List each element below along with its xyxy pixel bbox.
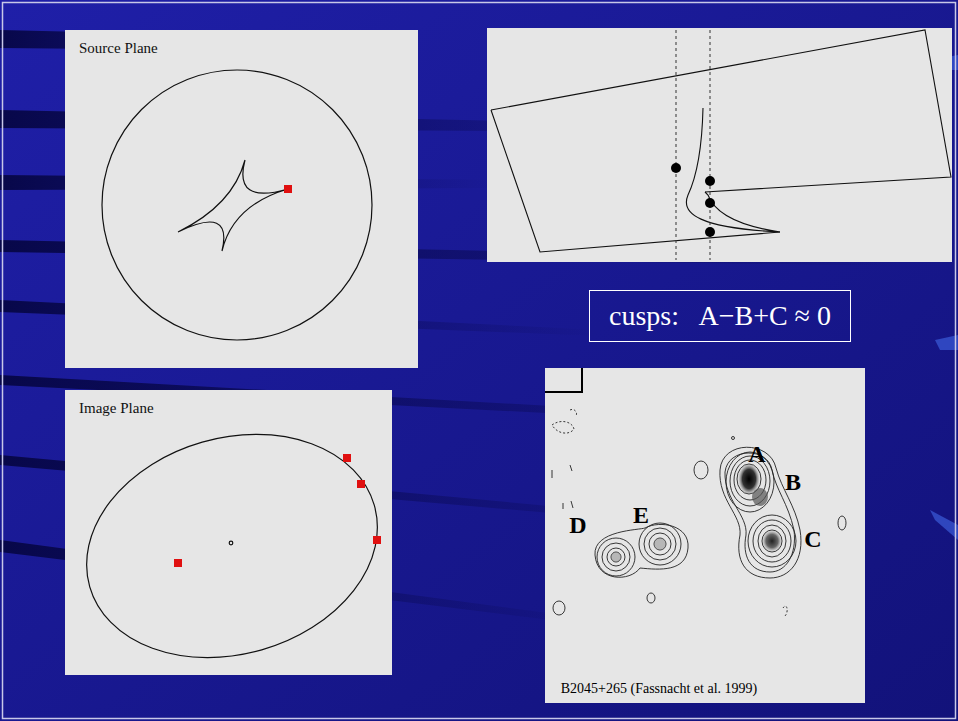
- panel-title: Image Plane: [79, 400, 154, 417]
- image-plane-panel: Image Plane: [65, 390, 392, 675]
- image-letter: D: [569, 512, 586, 539]
- formula-text: cusps: A−B+C ≈ 0: [609, 301, 831, 332]
- source-plane-panel: Source Plane: [65, 30, 418, 368]
- fold-surface-figure: [487, 28, 952, 262]
- source-plane-figure: [102, 70, 372, 340]
- figure-caption: B2045+265 (Fassnacht et al. 1999): [561, 681, 757, 697]
- radio-map: [545, 368, 865, 703]
- image-letter: C: [804, 526, 821, 553]
- panel-title: Source Plane: [79, 40, 158, 57]
- image-plane-figure: [60, 401, 404, 690]
- image-letter: B: [785, 469, 801, 496]
- image-letter: A: [748, 441, 765, 468]
- image-letter: E: [633, 502, 649, 529]
- formula-box: cusps: A−B+C ≈ 0: [589, 290, 851, 342]
